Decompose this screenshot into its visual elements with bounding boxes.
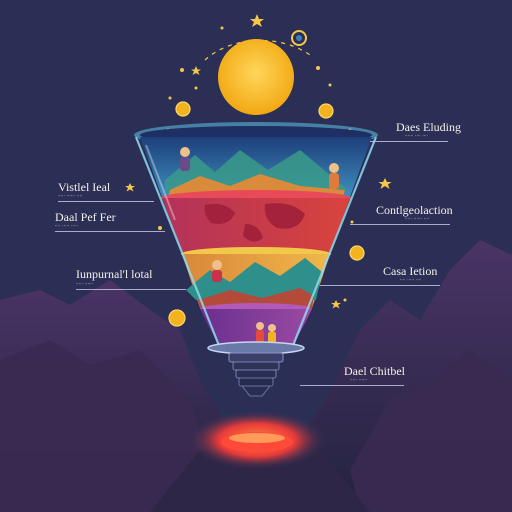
label-right-4-subtitle: ʻʻʻʻʻ ʻʻʻʻʻʻ bbox=[350, 379, 368, 385]
label-left-2-title: Daal Pef Fer bbox=[55, 210, 116, 224]
label-right-2-subtitle: ʻʻʻʻʻ ʻʻʻʻʻʻ ʻʻʻʻ bbox=[405, 218, 430, 224]
label-right-1-title: Daes Eluding bbox=[396, 120, 461, 134]
leader-line bbox=[320, 285, 440, 286]
leader-line bbox=[76, 289, 186, 290]
leader-line bbox=[300, 385, 404, 386]
mountain-range bbox=[0, 240, 512, 512]
small-planet-icon bbox=[291, 30, 307, 46]
label-right-3-subtitle: ʻʻʻʻ ʻʻʻʻʻ ʻʻʻʻ bbox=[400, 279, 422, 285]
funnel-tier-red bbox=[162, 198, 350, 253]
leader-line bbox=[55, 231, 165, 232]
label-left-3-subtitle: ʻʻʻʻʻ ʻʻʻʻʻʻ bbox=[76, 283, 94, 289]
funnel bbox=[134, 122, 378, 397]
label-left-3-title: Iunpurnal'l lotal bbox=[76, 267, 153, 281]
leader-line bbox=[58, 201, 154, 202]
label-left-1-subtitle: ʻʻʻʻʻ ʻʻʻʻʻʻ ʻʻʻʻ bbox=[58, 195, 83, 201]
ground-glow bbox=[187, 410, 327, 470]
leader-line bbox=[350, 224, 450, 225]
funnel-tier-purple bbox=[200, 309, 312, 348]
label-left-2-subtitle: ʻʻʻʻ ʻʻʻʻʻ ʻʻʻʻʻ bbox=[55, 225, 79, 231]
leader-line bbox=[370, 141, 448, 142]
label-right-1-subtitle: ʻʻʻʻʻʻ ʻʻʻʻ ʻʻʻʻ bbox=[405, 135, 429, 141]
label-right-2-title: Contlgeolaction bbox=[376, 203, 453, 217]
sun-orbit bbox=[204, 30, 311, 115]
label-right-3-title: Casa Ietion bbox=[383, 264, 438, 278]
label-right-4-title: Dael Chitbel bbox=[344, 364, 405, 378]
sun-icon bbox=[218, 39, 294, 115]
label-left-1-title: Vistlel Ieal bbox=[58, 180, 111, 194]
